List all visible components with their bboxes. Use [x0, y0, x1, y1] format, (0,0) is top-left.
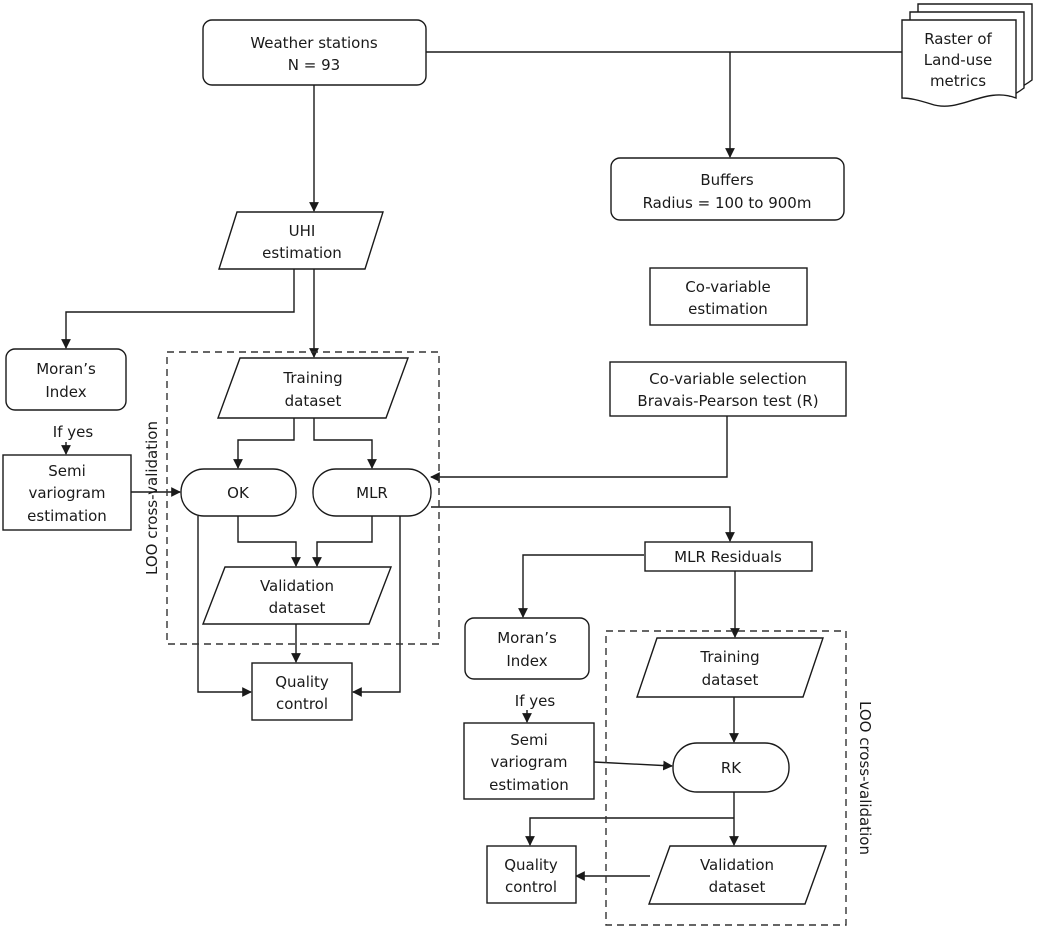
covar-est-line-1: Co-variable	[685, 278, 770, 296]
node-quality-control-2: Quality control	[486, 845, 577, 904]
node-validation-dataset-1: Validation dataset	[201, 566, 393, 625]
semi2-line-1: Semi	[510, 731, 548, 749]
node-raster-landuse: Raster of Land-use metrics	[901, 3, 1033, 107]
node-validation-dataset-2: Validation dataset	[648, 845, 827, 905]
raster-line-1: Raster of	[924, 30, 992, 48]
uhi-line-2: estimation	[262, 244, 342, 262]
semi2-line-3: estimation	[489, 776, 569, 794]
semi1-line-1: Semi	[48, 462, 86, 480]
loo-label-1: LOO cross-validation	[143, 421, 161, 575]
arrow-ok-quality1	[197, 516, 252, 697]
arrow-residuals-moran2	[518, 554, 644, 618]
mlr-residuals-label: MLR Residuals	[674, 548, 782, 566]
node-semi-variogram-1: Semi variogram estimation	[2, 454, 132, 531]
node-mlr: MLR	[312, 468, 432, 517]
buffers-line-1: Buffers	[700, 171, 754, 189]
moran2-line-2: Index	[506, 652, 547, 670]
covar-sel-line-2: Bravais-Pearson test (R)	[637, 392, 818, 410]
node-covariable-selection: Co-variable selection Bravais-Pearson te…	[609, 361, 847, 417]
moran2-line-1: Moran’s	[497, 629, 557, 647]
training2-line-2: dataset	[702, 671, 759, 689]
node-morans-index-1: Moran’s Index	[5, 348, 127, 411]
rk-label: RK	[721, 759, 742, 777]
node-rk: RK	[672, 742, 790, 793]
uhi-line-1: UHI	[289, 222, 316, 240]
arrow-semi2-rk	[593, 760, 673, 771]
raster-line-2: Land-use	[924, 51, 993, 69]
node-uhi-estimation: UHI estimation	[218, 211, 384, 270]
node-weather-stations: Weather stations N = 93	[202, 19, 427, 86]
arrow-covarsel-mlr	[430, 416, 728, 482]
semi1-line-3: estimation	[27, 507, 107, 525]
node-ok: OK	[180, 468, 297, 517]
quality1-line-2: control	[276, 695, 328, 713]
raster-line-3: metrics	[930, 72, 986, 90]
moran1-line-2: Index	[45, 383, 86, 401]
connectors	[61, 51, 903, 881]
validation2-line-2: dataset	[709, 878, 766, 896]
semi2-line-2: variogram	[490, 753, 567, 771]
ok-label: OK	[227, 484, 250, 502]
arrow-rk-quality2	[525, 817, 734, 846]
weather-line-1: Weather stations	[250, 34, 378, 52]
validation1-line-2: dataset	[269, 599, 326, 617]
node-semi-variogram-2: Semi variogram estimation	[463, 722, 595, 800]
node-training-dataset-2: Training dataset	[636, 637, 824, 698]
buffers-line-2: Radius = 100 to 900m	[643, 194, 812, 212]
node-training-dataset-1: Training dataset	[216, 357, 410, 419]
node-buffers: Buffers Radius = 100 to 900m	[610, 157, 845, 221]
moran1-line-1: Moran’s	[36, 360, 96, 378]
arrow-mlr-validation1	[312, 516, 373, 567]
training1-line-1: Training	[282, 369, 342, 387]
if-yes-label-2: If yes	[515, 692, 556, 710]
arrow-ok-validation1	[237, 516, 301, 567]
loo-label-2: LOO cross-validation	[856, 701, 874, 855]
quality2-line-2: control	[505, 878, 557, 896]
semi1-line-2: variogram	[28, 484, 105, 502]
if-yes-label-1: If yes	[53, 423, 94, 441]
mlr-label: MLR	[356, 484, 388, 502]
arrow-training1-ok	[233, 418, 295, 469]
covar-est-line-2: estimation	[688, 300, 768, 318]
validation1-line-1: Validation	[260, 577, 334, 595]
arrow-uhi-moran1	[61, 269, 295, 349]
arrow-training1-mlr	[313, 418, 377, 469]
node-morans-index-2: Moran’s Index	[464, 617, 590, 680]
node-quality-control-1: Quality control	[251, 662, 353, 721]
node-mlr-residuals: MLR Residuals	[644, 541, 813, 572]
training2-line-1: Training	[699, 648, 759, 666]
validation2-line-1: Validation	[700, 856, 774, 874]
quality1-line-1: Quality	[275, 673, 329, 691]
training1-line-2: dataset	[285, 392, 342, 410]
arrow-mlr-quality1	[352, 516, 401, 697]
node-covariable-estimation: Co-variable estimation	[649, 267, 808, 326]
weather-line-2: N = 93	[288, 56, 340, 74]
quality2-line-1: Quality	[504, 856, 558, 874]
loo-region-1	[166, 351, 440, 645]
loo-region-2	[605, 630, 847, 926]
covar-sel-line-1: Co-variable selection	[649, 370, 807, 388]
arrow-mlr-residuals	[431, 506, 735, 542]
